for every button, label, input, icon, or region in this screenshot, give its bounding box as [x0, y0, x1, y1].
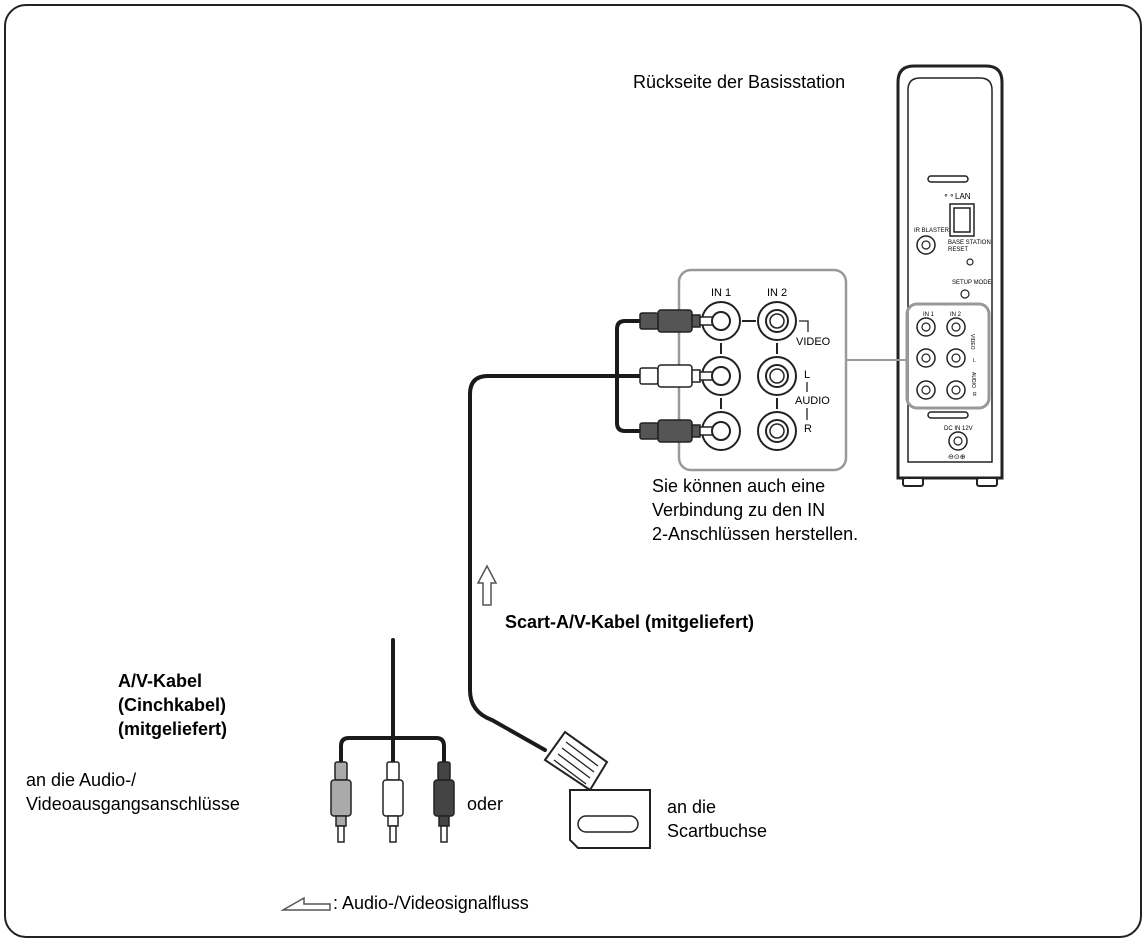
device-jack-group: [905, 302, 991, 410]
device-in1-label: IN 1: [923, 312, 935, 318]
device-ir-blaster-label: IR BLASTER: [914, 228, 950, 234]
legend-label: : Audio-/Videosignalfluss: [333, 893, 529, 913]
panel-left-label: L: [804, 369, 810, 381]
panel-right-label: R: [804, 423, 812, 435]
panel-in2-label: IN 2: [767, 287, 787, 299]
av-rca-plugs: [330, 761, 455, 843]
vent-slot: [927, 175, 969, 183]
device-jacks: [916, 317, 966, 400]
base-station-rear-label: Rückseite der Basisstation: [633, 72, 846, 92]
lan-icon: ⚬⚬: [943, 193, 955, 200]
scart-rca-plugs: [639, 309, 715, 443]
setup-mode-button: [960, 289, 970, 299]
device-dc-in-label: DC IN 12V: [944, 426, 973, 432]
device-video-label: VIDEO: [969, 334, 975, 350]
device-left-label: L: [973, 358, 976, 364]
device-in2-label: IN 2: [950, 312, 962, 318]
signal-flow-arrow: [476, 564, 498, 606]
lan-port: [949, 203, 975, 237]
device-lan-label: LAN: [955, 192, 971, 201]
device-setup-mode-label: SETUP MODE: [952, 280, 992, 286]
scart-cable-label: Scart-A/V-Kabel (mitgeliefert): [505, 612, 755, 632]
device-right-label: R: [973, 392, 977, 398]
scart-socket-label: an die Scartbuchse: [667, 797, 768, 841]
scart-connector: [543, 730, 651, 849]
legend-arrow-icon: [280, 896, 331, 911]
panel-video-label: VIDEO: [796, 336, 831, 348]
vent-slot: [927, 411, 969, 419]
polarity-icon: ⊖⊙⊕: [948, 454, 966, 461]
av-outputs-label: an die Audio-/ Videoausgangsanschlüsse: [26, 770, 240, 814]
in2-connection-note: Sie können auch eine Verbindung zu den I…: [652, 476, 859, 544]
diagram-frame: [4, 4, 1142, 938]
av-cable: [339, 638, 446, 764]
or-label: oder: [467, 794, 504, 814]
av-cable-label: A/V-Kabel (Cinchkabel) (mitgeliefert): [118, 671, 228, 739]
panel-in1-label: IN 1: [711, 287, 731, 299]
scart-cable: [468, 319, 642, 752]
magnified-jack-panel: IN 1 IN 2 VIDEO L AUDIO R: [677, 268, 848, 472]
reset-button: [966, 258, 974, 266]
device-audio-label: AUDIO: [970, 372, 976, 388]
panel-audio-label: AUDIO: [795, 395, 830, 407]
